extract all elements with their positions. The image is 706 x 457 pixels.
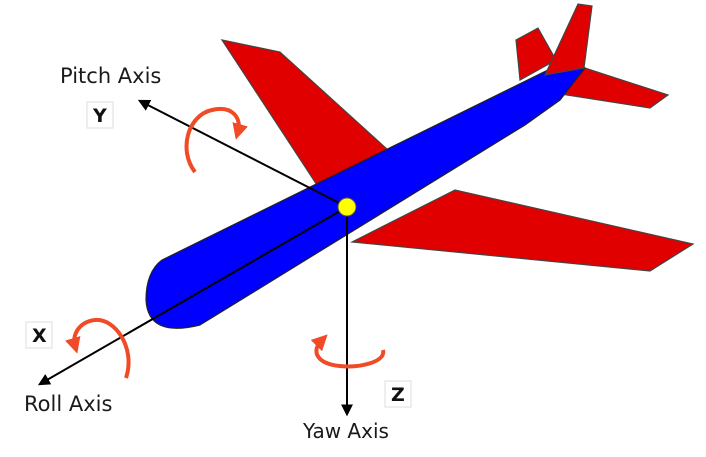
fuselage (145, 67, 587, 329)
pitch-letter-box (86, 101, 114, 129)
yaw-axis-letter: Z (391, 384, 405, 406)
center-of-gravity (337, 197, 357, 217)
roll-letter-box (25, 321, 53, 349)
roll-axis-line (37, 206, 348, 386)
pitch-axis-label: Pitch Axis (60, 64, 161, 88)
roll-axis-letter: X (32, 325, 47, 347)
roll-rotation-arrow-icon (65, 317, 131, 379)
right-wing (349, 189, 695, 272)
pitch-axis-letter: Y (92, 105, 107, 127)
yaw-rotation-arrow-icon (310, 334, 386, 369)
yaw-axis-label: Yaw Axis (302, 419, 389, 443)
roll-axis-label: Roll Axis (24, 392, 112, 416)
pitch-rotation-arrow-icon (184, 106, 248, 174)
yaw-letter-box (384, 380, 412, 408)
pitch-axis-line (137, 99, 348, 208)
vertical-tail-fin (543, 3, 593, 76)
